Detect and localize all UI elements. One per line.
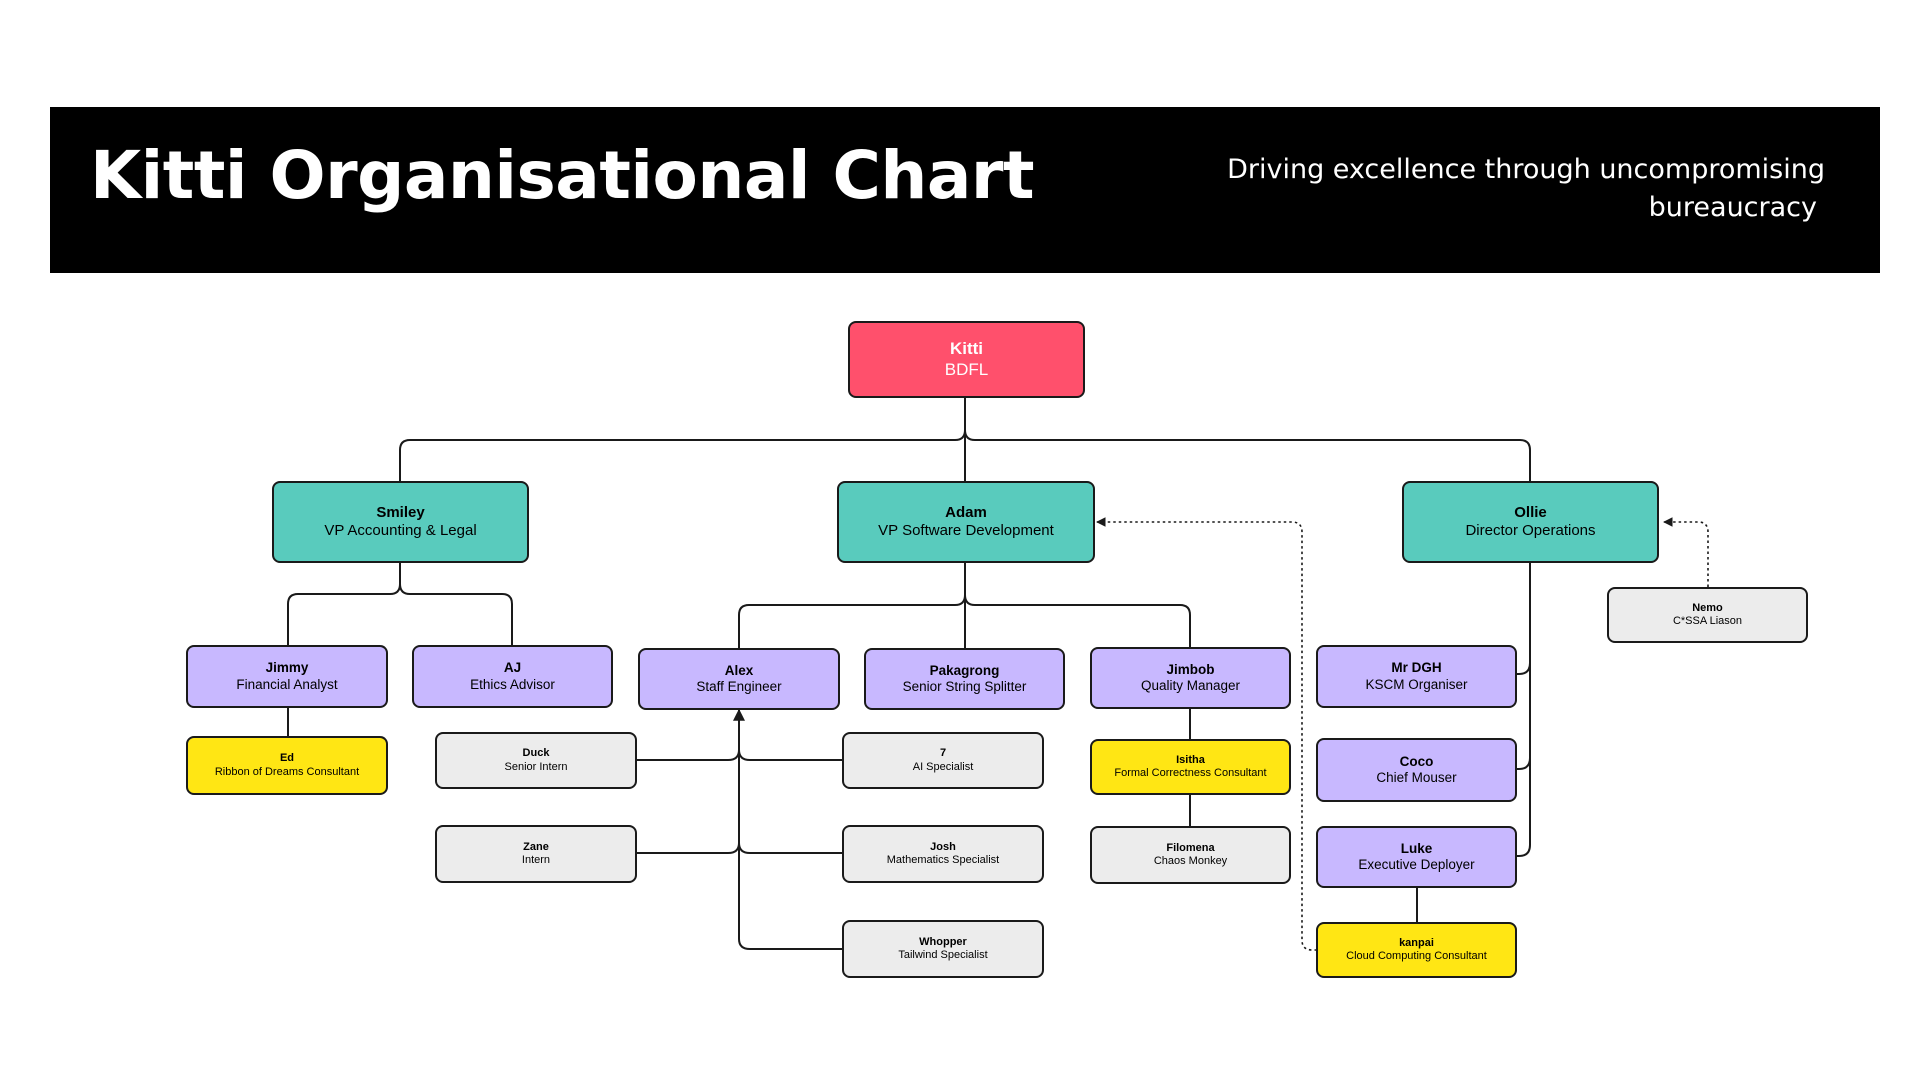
link-adam-alex <box>738 563 966 648</box>
page-tagline: Driving excellence through uncompromisin… <box>1185 151 1825 227</box>
node-nemo[interactable]: Nemo C*SSA Liason <box>1607 587 1808 643</box>
dotted-link-kanpai-adam <box>1096 517 1317 951</box>
node-role: Financial Analyst <box>236 676 338 692</box>
node-luke[interactable]: Luke Executive Deployer <box>1316 826 1517 888</box>
link-ollie-coco <box>1517 757 1531 770</box>
link-zane-alex <box>637 750 740 854</box>
node-role: Mathematics Specialist <box>886 854 1000 866</box>
link-josh-alex <box>738 842 842 854</box>
link-smiley-aj <box>399 583 513 645</box>
node-name: Filomena <box>1166 841 1215 854</box>
node-adam[interactable]: Adam VP Software Development <box>837 481 1095 563</box>
link-kitti-ollie <box>964 429 1531 481</box>
node-role: Cloud Computing Consultant <box>1346 950 1487 962</box>
link-duck-alex <box>637 708 745 761</box>
link-ollie-reports <box>1517 563 1531 857</box>
node-name: kanpai <box>1399 936 1434 949</box>
dotted-link-nemo-ollie <box>1663 517 1709 587</box>
node-name: Kitti <box>949 338 984 358</box>
node-smiley[interactable]: Smiley VP Accounting & Legal <box>272 481 529 563</box>
node-role: Chaos Monkey <box>1153 855 1228 867</box>
node-name: Isitha <box>1176 753 1205 766</box>
node-role: Quality Manager <box>1140 678 1241 693</box>
link-ollie-mrdgh <box>1517 662 1531 675</box>
node-isitha[interactable]: Isitha Formal Correctness Consultant <box>1090 739 1291 795</box>
node-name: Mr DGH <box>1391 660 1442 676</box>
node-kanpai[interactable]: kanpai Cloud Computing Consultant <box>1316 922 1517 978</box>
node-role: VP Accounting & Legal <box>324 522 477 539</box>
node-name: Alex <box>724 662 754 678</box>
node-role: C*SSA Liason <box>1672 615 1743 627</box>
node-role: Chief Mouser <box>1376 770 1457 785</box>
node-name: AJ <box>503 660 522 676</box>
tagline-line-1: Driving excellence through uncompromisin… <box>1227 154 1825 185</box>
node-name: Nemo <box>1692 601 1723 614</box>
tagline-line-2: bureaucracy <box>1648 192 1817 223</box>
page-title: Kitti Organisational Chart <box>90 137 1035 214</box>
node-role: BDFL <box>944 359 989 379</box>
node-coco[interactable]: Coco Chief Mouser <box>1316 738 1517 802</box>
node-alex[interactable]: Alex Staff Engineer <box>638 648 840 710</box>
node-mrdgh[interactable]: Mr DGH KSCM Organiser <box>1316 645 1517 708</box>
node-role: Formal Correctness Consultant <box>1114 767 1267 779</box>
node-name: Whopper <box>919 935 967 948</box>
node-name: Jimmy <box>265 660 309 676</box>
node-whopper[interactable]: Whopper Tailwind Specialist <box>842 920 1044 978</box>
node-name: 7 <box>939 747 947 760</box>
node-name: Zane <box>523 840 549 853</box>
node-role: Staff Engineer <box>696 679 782 694</box>
node-role: Senior Intern <box>504 760 568 773</box>
node-pakagrong[interactable]: Pakagrong Senior String Splitter <box>864 648 1065 710</box>
node-filomena[interactable]: Filomena Chaos Monkey <box>1090 826 1291 884</box>
node-jimmy[interactable]: Jimmy Financial Analyst <box>186 645 388 708</box>
node-role: Tailwind Specialist <box>898 949 988 961</box>
node-ed[interactable]: Ed Ribbon of Dreams Consultant <box>186 736 388 795</box>
link-adam-jimbob <box>964 594 1191 647</box>
node-name: Coco <box>1399 753 1434 769</box>
node-aj[interactable]: AJ Ethics Advisor <box>412 645 613 708</box>
node-seven[interactable]: 7 AI Specialist <box>842 732 1044 789</box>
node-jimbob[interactable]: Jimbob Quality Manager <box>1090 647 1291 709</box>
node-role: Ethics Advisor <box>470 676 555 692</box>
node-ollie[interactable]: Ollie Director Operations <box>1402 481 1659 563</box>
node-josh[interactable]: Josh Mathematics Specialist <box>842 825 1044 883</box>
node-role: KSCM Organiser <box>1365 676 1468 692</box>
node-name: Smiley <box>376 503 425 521</box>
node-role: Director Operations <box>1465 522 1596 539</box>
node-role: Ribbon of Dreams Consultant <box>214 765 360 778</box>
node-name: Ed <box>279 752 295 765</box>
node-name: Duck <box>522 747 550 760</box>
link-whopper-alex <box>738 843 842 950</box>
title-banner: Kitti Organisational Chart Driving excel… <box>50 107 1880 273</box>
link-smiley-jimmy <box>287 563 401 645</box>
node-role: VP Software Development <box>878 522 1054 539</box>
node-role: AI Specialist <box>912 760 974 773</box>
node-name: Ollie <box>1514 503 1547 521</box>
node-name: Pakagrong <box>929 662 1000 678</box>
node-name: Josh <box>930 840 956 853</box>
node-role: Executive Deployer <box>1358 857 1475 872</box>
node-name: Adam <box>945 503 987 521</box>
node-name: Jimbob <box>1166 661 1215 677</box>
node-zane[interactable]: Zane Intern <box>435 825 637 883</box>
link-seven-alex <box>738 749 842 761</box>
node-role: Senior String Splitter <box>902 679 1027 694</box>
node-duck[interactable]: Duck Senior Intern <box>435 732 637 789</box>
link-kitti-smiley <box>399 398 966 481</box>
node-kitti[interactable]: Kitti BDFL <box>848 321 1085 398</box>
node-name: Luke <box>1400 840 1433 856</box>
node-role: Intern <box>521 854 551 866</box>
